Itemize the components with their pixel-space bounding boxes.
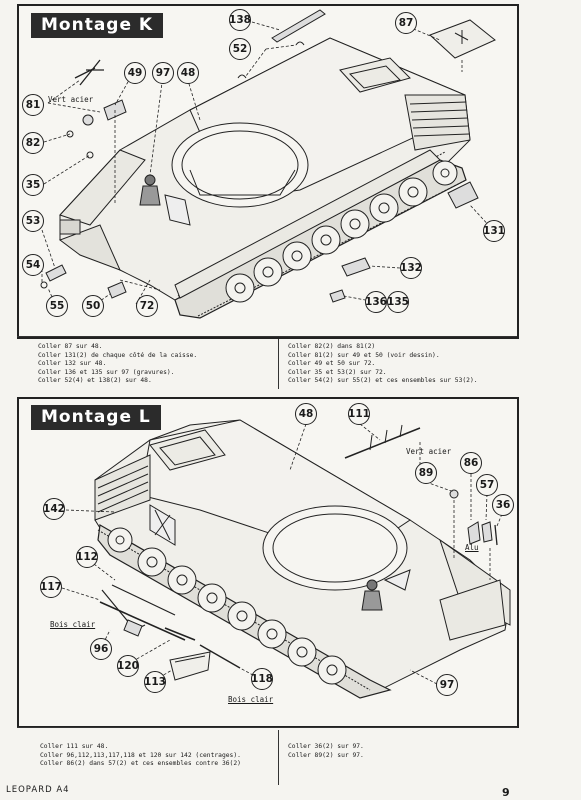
callout-111: 111 [348, 403, 370, 425]
instruction-line: Coller 36(2) sur 97. [288, 743, 364, 750]
montage-k-instr-rule [17, 336, 517, 337]
montage-l-instr-rule [17, 727, 517, 728]
montage-l-instructions-left: Coller 111 sur 48. Coller 96,112,113,117… [40, 743, 241, 769]
callout-35: 35 [22, 174, 44, 196]
instruction-line: Coller 52(4) et 138(2) sur 48. [38, 377, 152, 385]
instruction-line: Coller 89(2) sur 97. [288, 751, 364, 759]
callout-135: 135 [387, 291, 409, 313]
callout-48: 48 [177, 62, 199, 84]
montage-k-instructions-right: Coller 82(2) dans 81(2) Coller 81(2) sur… [288, 343, 478, 386]
callout-117: 117 [40, 576, 62, 598]
instruction-line: Coller 54(2) sur 55(2) et ces ensembles … [288, 377, 478, 385]
callout-96: 96 [90, 638, 112, 660]
callout-142: 142 [43, 498, 65, 520]
montage-l-title: Montage L [31, 405, 161, 430]
instruction-line: Coller 87 sur 48. [38, 343, 103, 350]
montage-k-instructions-left: Coller 87 sur 48. Coller 131(2) de chaqu… [38, 343, 197, 386]
callout-81: 81 [22, 94, 44, 116]
instruction-line: Coller 136 et 135 sur 97 (gravures). [38, 368, 175, 376]
callout-89: 89 [415, 462, 437, 484]
instruction-line: Coller 35 et 53(2) sur 72. [288, 368, 387, 376]
bois-clair-label-2: Bois clair [228, 695, 274, 704]
footer-model-name: LEOPARD A4 [6, 785, 70, 795]
callout-53: 53 [22, 210, 44, 232]
instruction-line: Coller 49 et 50 sur 72. [288, 360, 376, 368]
vert-acier-label-k: Vert acier [48, 95, 94, 104]
callout-131: 131 [483, 220, 505, 242]
montage-l-instructions-right: Coller 36(2) sur 97. Coller 89(2) sur 97… [288, 743, 364, 760]
callout-120: 120 [117, 655, 139, 677]
instruction-line: Coller 132 sur 48. [38, 360, 107, 368]
montage-k-instr-divider [278, 339, 279, 389]
callout-86: 86 [460, 452, 482, 474]
callout-138: 138 [229, 9, 251, 31]
bois-clair-label-1: Bois clair [50, 620, 96, 629]
callout-36: 36 [492, 494, 514, 516]
callout-97: 97 [436, 674, 458, 696]
instruction-line: Coller 131(2) de chaque côté de la caiss… [38, 351, 198, 359]
callout-54: 54 [22, 254, 44, 276]
callout-48: 48 [295, 403, 317, 425]
callout-72: 72 [136, 295, 158, 317]
instruction-line: Coller 81(2) sur 49 et 50 (voir dessin). [288, 351, 440, 359]
instruction-line: Coller 86(2) dans 57(2) et ces ensembles… [40, 760, 241, 768]
callout-132: 132 [400, 257, 422, 279]
callout-113: 113 [144, 671, 166, 693]
alu-label: Alu [465, 543, 479, 552]
instruction-line: Coller 111 sur 48. [40, 743, 109, 750]
callout-52: 52 [229, 38, 251, 60]
callout-50: 50 [82, 295, 104, 317]
page-number: 9 [502, 786, 510, 799]
callout-82: 82 [22, 132, 44, 154]
instruction-line: Coller 96,112,113,117,118 et 120 sur 142… [40, 751, 241, 759]
instruction-line: Coller 82(2) dans 81(2) [288, 343, 376, 350]
callout-57: 57 [476, 474, 498, 496]
callout-136: 136 [365, 291, 387, 313]
callout-49: 49 [124, 62, 146, 84]
callout-112: 112 [76, 546, 98, 568]
vert-acier-label-l: Vert acier [406, 447, 452, 456]
montage-k-title: Montage K [31, 13, 164, 38]
callout-87: 87 [395, 12, 417, 34]
montage-l-instr-divider [278, 730, 279, 785]
callout-118: 118 [251, 668, 273, 690]
callout-55: 55 [46, 295, 68, 317]
callout-97: 97 [152, 62, 174, 84]
